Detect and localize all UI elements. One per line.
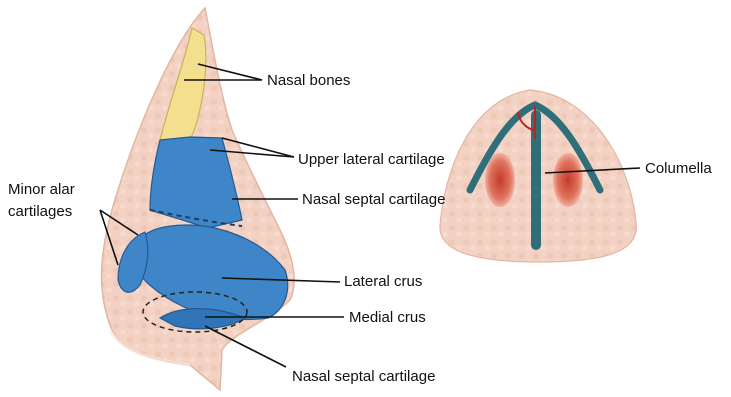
label-medial-crus: Medial crus (349, 309, 426, 326)
basal-view-nose (440, 90, 636, 262)
label-nasal-septal-cartilage-bottom: Nasal septal cartilage (292, 368, 435, 385)
label-nasal-bones: Nasal bones (267, 72, 350, 89)
label-minor-alar-line1: Minor alar (8, 181, 75, 198)
right-nostril (553, 153, 583, 207)
label-minor-alar-line2: cartilages (8, 203, 72, 220)
left-nostril (485, 153, 515, 207)
label-lateral-crus: Lateral crus (344, 273, 422, 290)
label-columella: Columella (645, 160, 712, 177)
label-nasal-septal-cartilage-top: Nasal septal cartilage (302, 191, 445, 208)
label-upper-lateral-cartilage: Upper lateral cartilage (298, 151, 445, 168)
